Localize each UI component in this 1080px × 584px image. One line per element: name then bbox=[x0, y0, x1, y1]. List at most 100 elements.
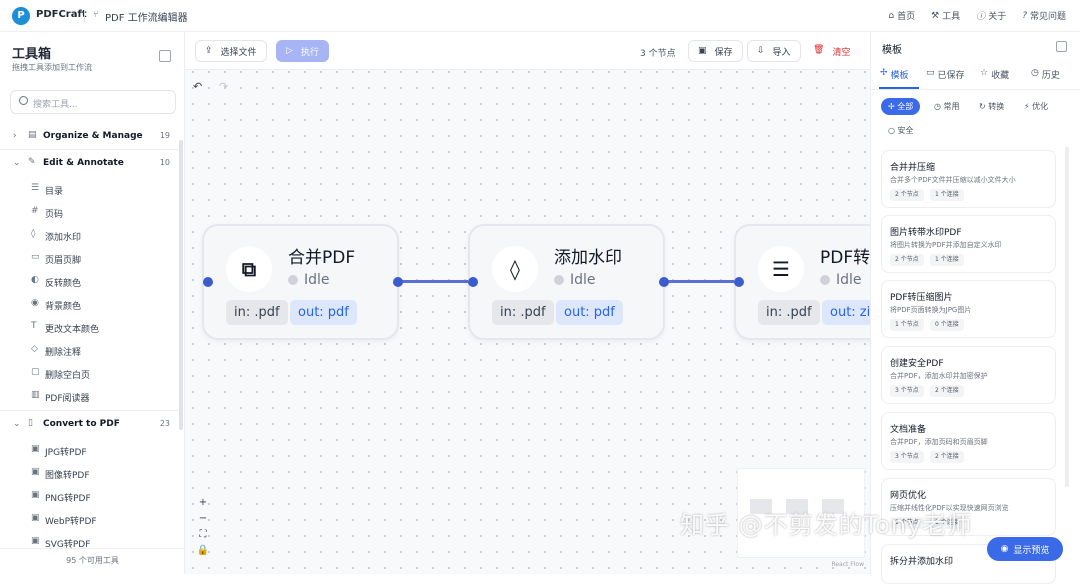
fit-view-icon[interactable]: ⛶ bbox=[199, 529, 207, 540]
template-card[interactable]: 图片转带水印PDF 将图片转换为PDF并添加自定义水印 2 个节点 1 个连接 bbox=[881, 215, 1056, 273]
template-desc: 压缩并线性化PDF以实现快速网页浏览 bbox=[890, 504, 1009, 512]
button-label: 保存 bbox=[714, 47, 733, 58]
edge-watermark-to-convert[interactable] bbox=[667, 280, 737, 283]
node-merge-pdf[interactable]: ⧉ 合并PDF Idle in: .pdf out: pdf bbox=[202, 224, 399, 340]
tool-remove-annotations[interactable]: ◇删除注释 bbox=[0, 339, 178, 361]
tool-header-footer[interactable]: ▭页眉页脚 bbox=[0, 247, 178, 269]
redo-icon[interactable]: ↷ bbox=[219, 80, 229, 93]
template-card[interactable]: 创建安全PDF 合并PDF，添加水印并加密保护 3 个节点 2 个连接 bbox=[881, 346, 1056, 404]
undo-icon[interactable]: ↶ bbox=[193, 80, 203, 93]
app-brand[interactable]: PDFCraft bbox=[36, 9, 87, 20]
collapse-sidebar-icon[interactable] bbox=[159, 50, 171, 62]
template-card[interactable]: PDF转压缩图片 将PDF页面转换为JPG图片 1 个节点 0 个连接 bbox=[881, 280, 1056, 338]
tab-label: 已保存 bbox=[937, 71, 965, 81]
tab-saved[interactable]: ▭已保存 bbox=[926, 68, 965, 81]
tool-toc[interactable]: ☰ 目录 bbox=[0, 178, 178, 200]
node-input-handle[interactable] bbox=[734, 277, 744, 287]
template-desc: 合并多个PDF文件并压缩以减小文件大小 bbox=[890, 176, 1016, 184]
zoom-in-icon[interactable]: + bbox=[198, 497, 208, 508]
react-flow-attribution[interactable]: React Flow bbox=[831, 561, 864, 568]
sparkle-icon: ✢ bbox=[888, 102, 895, 111]
list-icon: ☰ bbox=[31, 183, 40, 193]
workflow-canvas[interactable]: ⇪选择文件 ▷执行 3 个节点 ▣保存 ⇩导入 🗑清空 ↶ ↷ ⧉ 合并PDF … bbox=[185, 32, 870, 574]
minimap-node bbox=[750, 499, 772, 514]
run-button[interactable]: ▷执行 bbox=[276, 40, 329, 62]
category-count: 23 bbox=[159, 419, 170, 428]
tool-label: 图像转PDF bbox=[45, 471, 90, 481]
template-card[interactable]: 文档准备 合并PDF，添加页码和页眉页脚 3 个节点 2 个连接 bbox=[881, 412, 1056, 470]
node-input-handle[interactable] bbox=[468, 277, 478, 287]
filter-convert[interactable]: ↻ 转换 bbox=[972, 98, 1012, 115]
template-card[interactable]: 网页优化 压缩并线性化PDF以实现快速网页浏览 2 个节点 1 个连接 bbox=[881, 478, 1056, 536]
template-desc: 合并PDF，添加页码和页眉页脚 bbox=[890, 438, 988, 446]
tool-search-input[interactable]: 搜索工具... bbox=[10, 90, 176, 114]
node-pdf-convert[interactable]: ☰ PDF转 Idle in: .pdf out: zip bbox=[734, 224, 870, 340]
tool-png-to-pdf[interactable]: ▣PNG转PDF bbox=[0, 485, 178, 507]
tool-page-numbers[interactable]: #页码 bbox=[0, 201, 178, 223]
tab-favorites[interactable]: ☆收藏 bbox=[980, 68, 1009, 81]
tab-templates[interactable]: ✢模板 bbox=[880, 68, 909, 81]
tool-jpg-to-pdf[interactable]: ▣JPG转PDF bbox=[0, 439, 178, 461]
show-preview-button[interactable]: ◉显示预览 bbox=[987, 537, 1063, 561]
category-count: 10 bbox=[159, 158, 170, 167]
app-logo-icon[interactable]: P bbox=[12, 7, 30, 25]
tool-image-to-pdf[interactable]: ▣图像转PDF bbox=[0, 462, 178, 484]
link-count-badge: 1 个连接 bbox=[930, 189, 964, 201]
minimap[interactable] bbox=[737, 468, 865, 558]
zoom-out-icon[interactable]: − bbox=[198, 513, 208, 524]
tool-remove-blank-pages[interactable]: ▢删除空白页 bbox=[0, 362, 178, 384]
filter-all[interactable]: ✢ 全部 bbox=[881, 98, 921, 115]
filter-security[interactable]: ○ 安全 bbox=[881, 122, 921, 139]
category-edit[interactable]: ⌄ ✎ Edit & Annotate 10 bbox=[0, 153, 178, 175]
home-icon: ⌂ bbox=[888, 10, 895, 21]
nav-faq[interactable]: ?常见问题 bbox=[1022, 9, 1066, 23]
lock-icon[interactable]: 🔒 bbox=[196, 545, 210, 556]
tool-webp-to-pdf[interactable]: ▣WebP转PDF bbox=[0, 508, 178, 530]
edit-icon: ✎ bbox=[28, 157, 36, 167]
edge-merge-to-watermark[interactable] bbox=[402, 280, 468, 283]
save-button[interactable]: ▣ 保存 bbox=[688, 40, 743, 62]
templates-panel: 模板 ✢模板 ▭已保存 ☆收藏 ◷历史 ✢ 全部 ◷ 常用 ↻ 转换 ⚡ 优化 … bbox=[870, 32, 1080, 584]
divider bbox=[0, 410, 178, 411]
tool-label: SVG转PDF bbox=[45, 540, 91, 550]
template-title: 拆分并添加水印 bbox=[890, 557, 954, 567]
clear-button[interactable]: 🗑清空 bbox=[813, 45, 850, 58]
node-input-handle[interactable] bbox=[203, 277, 213, 287]
minimap-node bbox=[822, 499, 844, 514]
tool-invert-colors[interactable]: ◐反转颜色 bbox=[0, 270, 178, 292]
select-file-button[interactable]: ⇪选择文件 bbox=[195, 40, 267, 62]
tool-svg-to-pdf[interactable]: ▣SVG转PDF bbox=[0, 531, 178, 553]
sidebar-scrollbar[interactable] bbox=[179, 140, 183, 430]
node-output-handle[interactable] bbox=[393, 277, 403, 287]
node-output-handle[interactable] bbox=[659, 277, 669, 287]
nav-home[interactable]: ⌂首页 bbox=[888, 9, 915, 23]
toolbox-sidebar: 工具箱 拖拽工具添加到工作流 搜索工具... › ▤ Organize & Ma… bbox=[0, 32, 185, 574]
node-status: Idle bbox=[820, 272, 862, 288]
node-count-badge: 3 个节点 bbox=[890, 385, 924, 397]
eye-icon: ◉ bbox=[1000, 544, 1009, 554]
tool-background-color[interactable]: ◉背景颜色 bbox=[0, 293, 178, 315]
template-card[interactable]: 合并并压缩 合并多个PDF文件并压缩以减小文件大小 2 个节点 1 个连接 bbox=[881, 150, 1056, 208]
tool-pdf-reader[interactable]: ▥PDF阅读器 bbox=[0, 385, 178, 407]
category-organize[interactable]: › ▤ Organize & Manage 19 bbox=[0, 126, 178, 148]
nav-tools[interactable]: ⚒工具 bbox=[931, 9, 961, 23]
nav-label: 工具 bbox=[942, 12, 961, 22]
save-icon: ▣ bbox=[698, 46, 707, 56]
import-button[interactable]: ⇩导入 bbox=[747, 40, 801, 62]
filter-optimize[interactable]: ⚡ 优化 bbox=[1017, 98, 1056, 115]
tool-watermark[interactable]: ◊添加水印 bbox=[0, 224, 178, 246]
filter-common[interactable]: ◷ 常用 bbox=[927, 98, 967, 115]
status-dot bbox=[288, 275, 298, 285]
tool-label: 目录 bbox=[45, 187, 64, 197]
panel-scrollbar[interactable] bbox=[1065, 147, 1069, 487]
collapse-panel-icon[interactable] bbox=[1056, 41, 1067, 52]
hash-icon: # bbox=[31, 206, 39, 216]
template-title: 图片转带水印PDF bbox=[890, 228, 962, 238]
category-convert[interactable]: ⌄ ▯ Convert to PDF 23 bbox=[0, 414, 178, 436]
node-add-watermark[interactable]: ◊ 添加水印 Idle in: .pdf out: pdf bbox=[468, 224, 665, 340]
node-title: 合并PDF bbox=[288, 248, 356, 268]
toolbox-title: 工具箱 bbox=[12, 47, 52, 62]
tab-history[interactable]: ◷历史 bbox=[1031, 68, 1060, 81]
